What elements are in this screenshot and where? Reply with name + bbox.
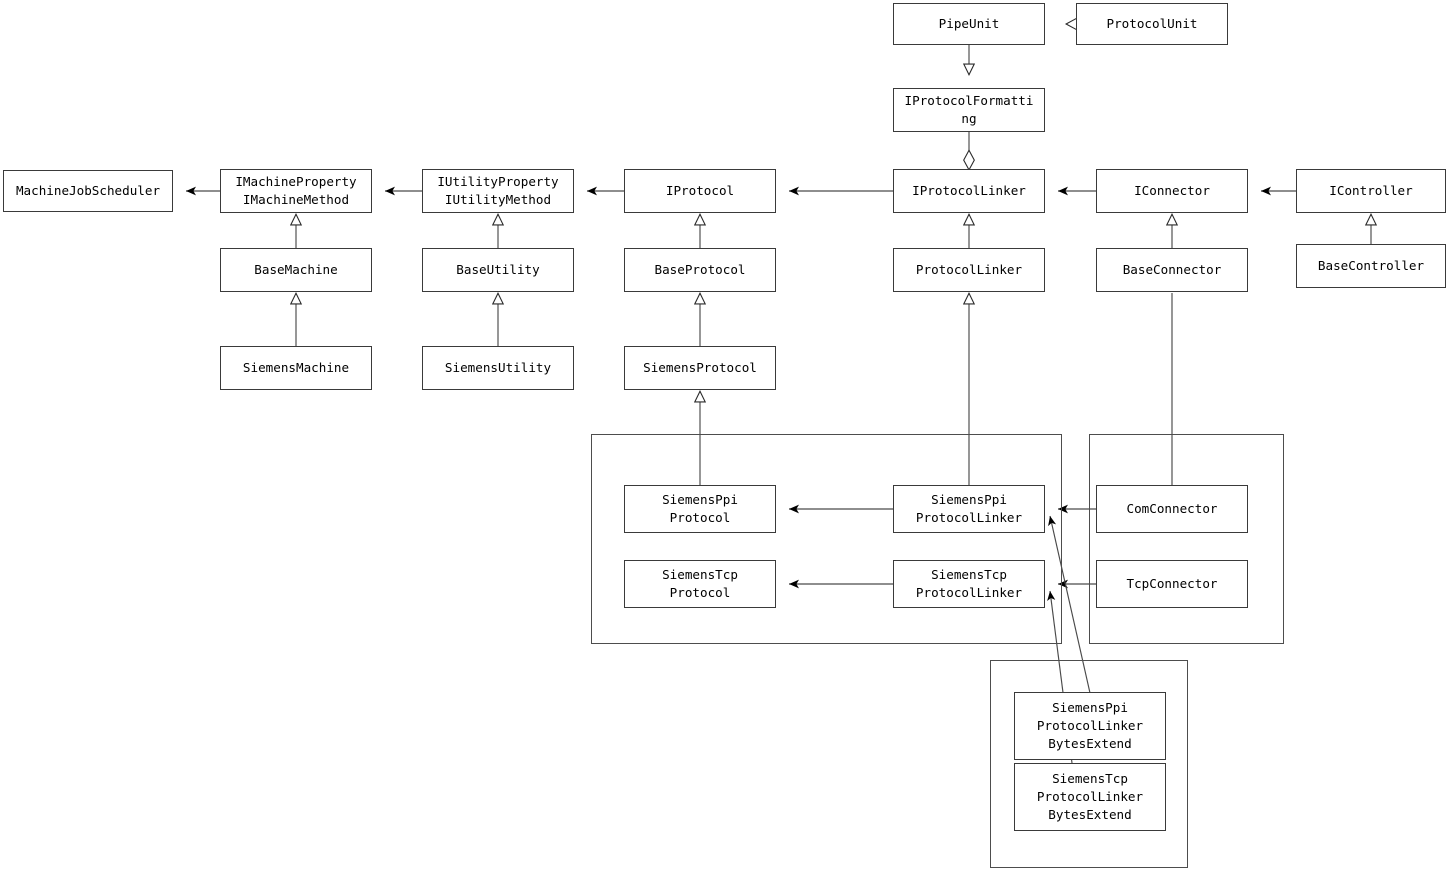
class-node-iutility-property[interactable]: IUtilityProperty IUtilityMethod (422, 169, 574, 213)
class-node-siemens-protocol[interactable]: SiemensProtocol (624, 346, 776, 390)
class-node-siemens-ppi-protocol-linker[interactable]: SiemensPpi ProtocolLinker (893, 485, 1045, 533)
class-node-icontroller[interactable]: IController (1296, 169, 1446, 213)
class-node-pipe-unit[interactable]: PipeUnit (893, 3, 1045, 45)
class-node-machine-job-scheduler[interactable]: MachineJobScheduler (3, 170, 173, 212)
class-node-protocol-unit[interactable]: ProtocolUnit (1076, 3, 1228, 45)
class-node-base-controller[interactable]: BaseController (1296, 244, 1446, 288)
class-node-siemens-tcp-protocol[interactable]: SiemensTcp Protocol (624, 560, 776, 608)
class-node-siemens-tcp-protocol-linker-bytes-extend[interactable]: SiemensTcp ProtocolLinker BytesExtend (1014, 763, 1166, 831)
group-connector (1089, 434, 1284, 644)
class-node-iprotocol-linker[interactable]: IProtocolLinker (893, 169, 1045, 213)
class-node-base-machine[interactable]: BaseMachine (220, 248, 372, 292)
class-node-siemens-ppi-protocol-linker-bytes-extend[interactable]: SiemensPpi ProtocolLinker BytesExtend (1014, 692, 1166, 760)
group-bytes-extend (990, 660, 1188, 868)
class-node-imachine-property[interactable]: IMachineProperty IMachineMethod (220, 169, 372, 213)
class-node-base-connector[interactable]: BaseConnector (1096, 248, 1248, 292)
class-node-iprotocol[interactable]: IProtocol (624, 169, 776, 213)
group-protocol (591, 434, 1062, 644)
class-node-protocol-linker[interactable]: ProtocolLinker (893, 248, 1045, 292)
class-node-siemens-machine[interactable]: SiemensMachine (220, 346, 372, 390)
class-node-iprotocol-formatting[interactable]: IProtocolFormatti ng (893, 88, 1045, 132)
class-node-siemens-ppi-protocol[interactable]: SiemensPpi Protocol (624, 485, 776, 533)
class-node-siemens-tcp-protocol-linker[interactable]: SiemensTcp ProtocolLinker (893, 560, 1045, 608)
class-node-tcp-connector[interactable]: TcpConnector (1096, 560, 1248, 608)
class-node-base-utility[interactable]: BaseUtility (422, 248, 574, 292)
class-node-com-connector[interactable]: ComConnector (1096, 485, 1248, 533)
class-node-base-protocol[interactable]: BaseProtocol (624, 248, 776, 292)
class-node-iconnector[interactable]: IConnector (1096, 169, 1248, 213)
class-node-siemens-utility[interactable]: SiemensUtility (422, 346, 574, 390)
